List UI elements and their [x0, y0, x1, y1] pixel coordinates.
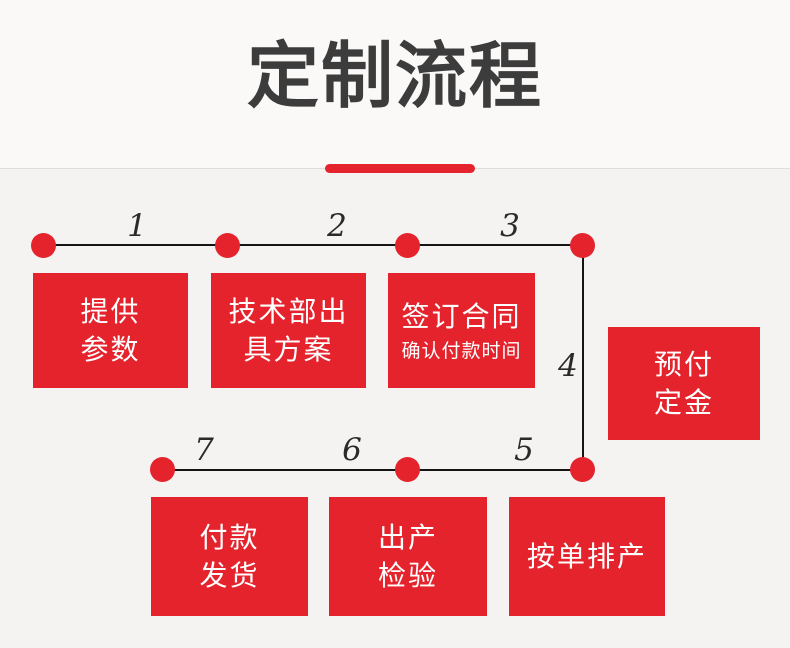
box-production-inspection-line2: 检验 — [377, 558, 438, 592]
step-number-1: 1 — [127, 208, 147, 244]
node-dot-step-6 — [395, 457, 420, 482]
box-tech-dept-plan: 技术部出 具方案 — [211, 273, 366, 388]
box-schedule-production: 按单排产 — [509, 497, 665, 616]
title-underline-bar — [325, 164, 475, 173]
flow-line-top — [43, 244, 584, 246]
node-dot-start — [31, 233, 56, 258]
box-prepay-deposit: 预付 定金 — [608, 327, 760, 440]
node-dot-step-2 — [215, 233, 240, 258]
node-dot-end — [150, 457, 175, 482]
step-number-4: 4 — [558, 348, 578, 384]
box-production-inspection: 出产 检验 — [329, 497, 487, 616]
node-dot-corner-bottom — [570, 457, 595, 482]
box-provide-params: 提供 参数 — [33, 273, 188, 388]
flow-line-bottom — [163, 469, 584, 471]
box-payment-shipping: 付款 发货 — [151, 497, 308, 616]
step-number-6: 6 — [342, 432, 362, 468]
box-provide-params-line1: 提供 — [80, 294, 141, 328]
step-number-3: 3 — [500, 208, 520, 244]
flow-line-vertical — [582, 244, 584, 471]
box-prepay-deposit-line1: 预付 — [653, 347, 714, 381]
box-sign-contract-line1: 签订合同 — [401, 299, 522, 333]
node-dot-step-3 — [395, 233, 420, 258]
box-tech-dept-plan-line2: 具方案 — [243, 332, 334, 366]
box-provide-params-line2: 参数 — [80, 332, 141, 366]
box-sign-contract: 签订合同 确认付款时间 — [388, 273, 535, 388]
page-title: 定制流程 — [246, 34, 543, 118]
header-band — [0, 0, 790, 169]
box-schedule-production-line1: 按单排产 — [526, 539, 647, 573]
node-dot-corner-top — [570, 233, 595, 258]
box-prepay-deposit-line2: 定金 — [653, 385, 714, 419]
box-tech-dept-plan-line1: 技术部出 — [228, 294, 349, 328]
step-number-2: 2 — [327, 208, 347, 244]
step-number-5: 5 — [514, 432, 534, 468]
step-number-7: 7 — [194, 432, 214, 468]
box-payment-shipping-line2: 发货 — [199, 558, 260, 592]
box-sign-contract-line2: 确认付款时间 — [401, 339, 522, 362]
box-production-inspection-line1: 出产 — [377, 520, 438, 554]
box-payment-shipping-line1: 付款 — [199, 520, 260, 554]
